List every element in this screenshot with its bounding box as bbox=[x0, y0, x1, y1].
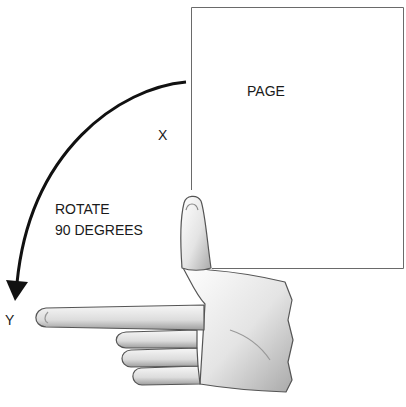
page-label: PAGE bbox=[247, 81, 285, 102]
page-border bbox=[191, 7, 405, 269]
rotation-note: ROTATE 90 DEGREES bbox=[55, 199, 147, 241]
axis-label: X bbox=[158, 125, 167, 146]
hand-drawing bbox=[36, 196, 293, 392]
page-border-line bbox=[192, 8, 404, 269]
rotation-arrow bbox=[6, 82, 186, 301]
page-outline: PAGE bbox=[191, 7, 405, 269]
axis-label: Y bbox=[5, 310, 14, 331]
